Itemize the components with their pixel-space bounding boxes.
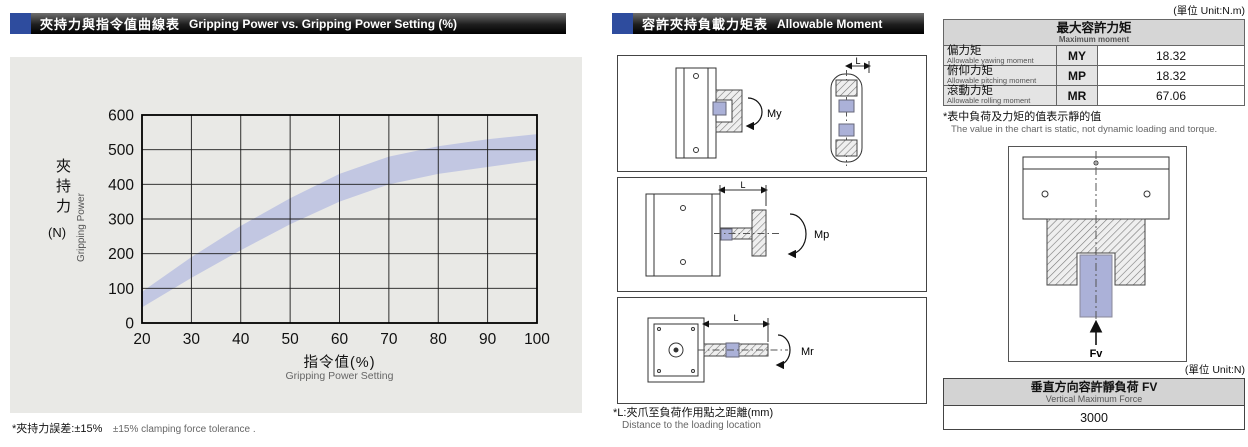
- rolling-moment-diagram-box: L Mr: [617, 297, 927, 404]
- dim-label-l: L: [855, 56, 860, 66]
- y-axis-unit-label: (N): [48, 225, 67, 240]
- header-accent-square: [10, 13, 31, 34]
- x-tick-label: 30: [183, 331, 201, 348]
- vertical-force-table: 垂直方向容許靜負荷 FV Vertical Maximum Force 3000: [943, 378, 1245, 430]
- x-tick-label: 20: [133, 331, 151, 348]
- force-label-fv: Fv: [1090, 348, 1104, 359]
- static-value-footnote-en: The value in the chart is static, not dy…: [951, 124, 1218, 135]
- x-tick-label: 70: [380, 331, 398, 348]
- yawing-moment-diagram: My L: [675, 56, 871, 166]
- chart-section-header: 夾持力與指令值曲線表 Gripping Power vs. Gripping P…: [10, 13, 566, 34]
- table-row: 偏力矩 Allowable yawing moment MY 18.32: [943, 45, 1245, 66]
- moment-table-title-zh: 最大容許力矩: [1056, 21, 1132, 35]
- jaw-bracket: [715, 89, 743, 133]
- gripping-power-chart: 20 30 40 50 60 70 80 90 100 0 100 200 300 400 500 600: [108, 108, 550, 349]
- unit-label-n: (單位 Unit:N): [1184, 364, 1245, 376]
- yaw-moment-arrow: [745, 97, 763, 131]
- static-value-footnote: *表中負荷及力矩的值表示靜的值 The value in the chart i…: [943, 108, 1217, 135]
- unit-label-nm: (單位 Unit:N.m): [1173, 5, 1245, 17]
- fv-value: 3000: [943, 405, 1245, 430]
- row-label-zh: 滾動力矩: [947, 85, 993, 97]
- row-code: MY: [1056, 45, 1098, 66]
- dim-label-l: L: [740, 180, 745, 190]
- x-tick-label: 50: [282, 331, 300, 348]
- moment-footnote-en: Distance to the loading location: [622, 420, 761, 431]
- dim-label-l: L: [733, 313, 738, 323]
- moment-section-title-en: Allowable Moment: [777, 16, 883, 31]
- row-label-en: Allowable rolling moment: [947, 96, 1031, 105]
- workpiece: [712, 101, 727, 116]
- y-axis-label-zh: 夾持力: [54, 158, 71, 218]
- gripper-body-front: [675, 67, 717, 159]
- moment-footnote-zh: *L:夾爪至負荷作用點之距離(mm): [613, 407, 774, 419]
- row-code: MP: [1056, 65, 1098, 86]
- moment-label-mr: Mr: [801, 346, 814, 358]
- static-value-footnote-zh: *表中負荷及力矩的值表示靜的值: [943, 111, 1102, 123]
- chart-panel: 夾持力 (N) Gripping Power 20 30 40 50 60 70 80 90 1…: [10, 57, 582, 413]
- chart-footnote-zh: *夾持力誤差:±15%: [12, 423, 103, 435]
- vertical-force-diagram-box: Fv: [1008, 146, 1187, 362]
- maximum-moment-table: 最大容許力矩 Maximum moment 偏力矩 Allowable yawi…: [943, 19, 1245, 106]
- y-tick-label: 0: [125, 316, 134, 333]
- row-label-zh: 偏力矩: [947, 45, 982, 57]
- pitching-moment-diagram-box: L Mp: [617, 177, 927, 292]
- header-accent-square: [612, 13, 633, 34]
- table-row: 滾動力矩 Allowable rolling moment MR 67.06: [943, 85, 1245, 106]
- chart-footnote-en: ±15% clamping force tolerance .: [112, 424, 256, 435]
- roll-moment-arrow: [775, 334, 791, 370]
- moment-section-title-zh: 容許夾持負載力矩表: [642, 17, 769, 32]
- chart-section-title-en: Gripping Power vs. Gripping Power Settin…: [189, 16, 458, 31]
- row-label-en: Allowable pitching moment: [947, 76, 1037, 85]
- row-value: 67.06: [1097, 85, 1245, 106]
- pitching-moment-diagram: L Mp: [645, 180, 829, 277]
- table-row: 俯仰力矩 Allowable pitching moment MP 18.32: [943, 65, 1245, 86]
- x-axis-label-en: Gripping Power Setting: [285, 370, 394, 382]
- moment-footnote: *L:夾爪至負荷作用點之距離(mm) Distance to the loadi…: [613, 404, 773, 431]
- rolling-moment-diagram: L Mr: [647, 313, 814, 383]
- yawing-moment-diagram-box: My L: [617, 55, 927, 172]
- y-tick-label: 400: [108, 177, 134, 194]
- moment-label-my: My: [767, 108, 782, 120]
- table-header-row: 垂直方向容許靜負荷 FV Vertical Maximum Force: [943, 378, 1245, 406]
- y-tick-label: 100: [108, 281, 134, 298]
- x-tick-label: 60: [331, 331, 349, 348]
- table-header-row: 最大容許力矩 Maximum moment: [943, 19, 1245, 46]
- x-tick-label: 40: [232, 331, 250, 348]
- x-tick-label: 80: [430, 331, 448, 348]
- y-tick-label: 300: [108, 212, 134, 229]
- row-label-zh: 俯仰力矩: [947, 65, 993, 77]
- moment-section-header: 容許夾持負載力矩表 Allowable Moment: [612, 13, 924, 34]
- row-code: MR: [1056, 85, 1098, 106]
- y-tick-label: 500: [108, 142, 134, 159]
- gripper-body-side: [645, 193, 721, 277]
- plot-border: [141, 114, 538, 324]
- chart-section-title-zh: 夾持力與指令值曲線表: [40, 17, 181, 32]
- row-label-en: Allowable yawing moment: [947, 56, 1034, 65]
- x-axis-label-zh: 指令值(%): [303, 355, 376, 371]
- chart-footnote: *夾持力誤差:±15% ±15% clamping force toleranc…: [12, 419, 256, 437]
- workpiece: [720, 228, 733, 241]
- fv-table-title-en: Vertical Maximum Force: [1045, 394, 1143, 404]
- row-value: 18.32: [1097, 45, 1245, 66]
- y-tick-label: 200: [108, 246, 134, 263]
- tolerance-band: [142, 134, 537, 308]
- pitch-moment-arrow: [787, 213, 807, 259]
- moment-table-title-en: Maximum moment: [1058, 35, 1130, 44]
- moment-label-mp: Mp: [814, 229, 829, 241]
- y-axis-label-en: Gripping Power: [76, 193, 87, 262]
- table-row: 3000: [943, 405, 1245, 430]
- fv-table-title-zh: 垂直方向容許靜負荷 FV: [1030, 380, 1158, 394]
- x-tick-label: 90: [479, 331, 497, 348]
- y-tick-label: 600: [108, 108, 134, 125]
- row-value: 18.32: [1097, 65, 1245, 86]
- x-tick-label: 100: [524, 331, 550, 348]
- vertical-force-diagram: Fv: [1022, 151, 1170, 360]
- gripper-body-end: [647, 317, 705, 383]
